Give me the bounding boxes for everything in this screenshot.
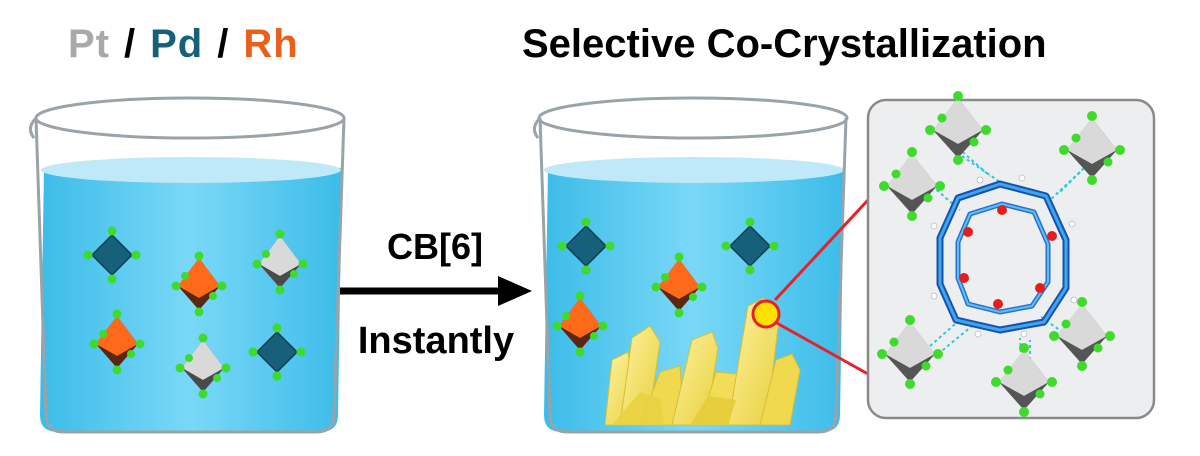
reaction-arrow-icon — [340, 276, 532, 306]
right-title: Selective Co-Crystallization — [522, 22, 1047, 66]
separator-2: / — [217, 22, 230, 66]
metal-rh-label: Rh — [243, 22, 299, 66]
crystal-structure-inset — [866, 91, 1156, 420]
metal-pt-label: Pt — [68, 22, 110, 66]
separator-1: / — [124, 22, 137, 66]
metal-list-title: Pt / Pd / Rh — [68, 22, 299, 67]
condition-label: Instantly — [357, 320, 515, 362]
zoom-circle-icon — [751, 299, 781, 329]
reagent-label: CB[6] — [387, 226, 483, 267]
crystal-cluster-icon — [604, 297, 801, 426]
cucurbituril-ring-icon — [930, 174, 1078, 338]
zoom-indicator — [751, 198, 870, 376]
metal-pd-label: Pd — [150, 22, 204, 66]
